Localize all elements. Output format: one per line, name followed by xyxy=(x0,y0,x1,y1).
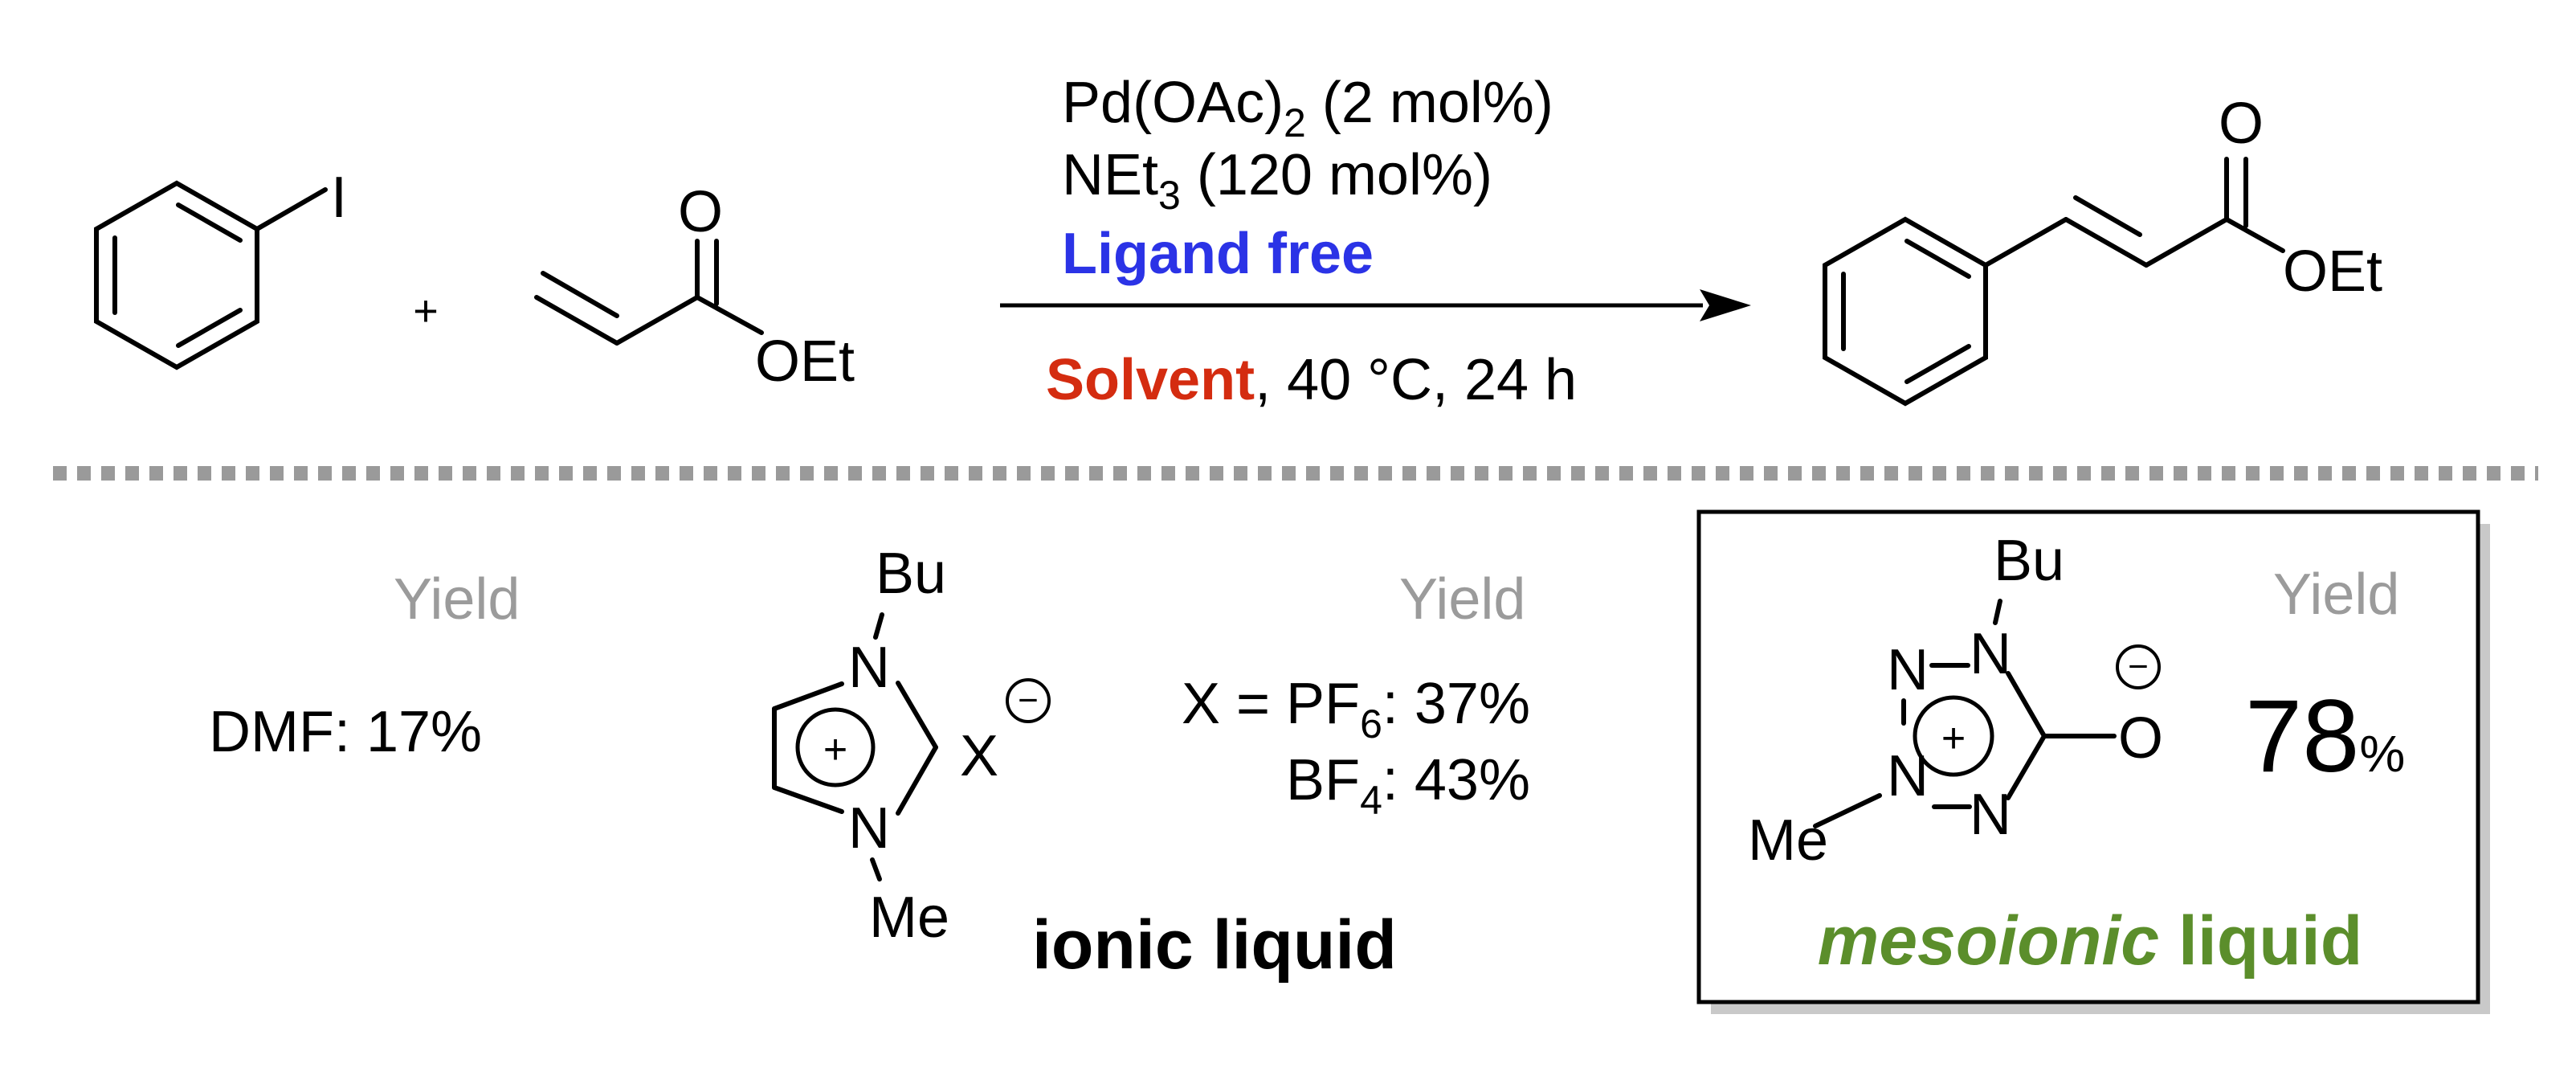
me-bond xyxy=(870,857,882,882)
yield-label-dmf: Yield xyxy=(394,567,520,632)
ethyl-acrylate xyxy=(534,239,764,346)
ionic-liquid-caption: ionic liquid xyxy=(1032,906,1397,984)
ring-double-bond xyxy=(1904,344,1971,384)
catalyst-line: Pd(OAc)2 (2 mol%) xyxy=(1062,71,1553,145)
ring-double-bond xyxy=(1904,239,1971,279)
pf6-yield: X = PF6: 37% xyxy=(1182,672,1530,747)
ring-double-bond xyxy=(176,202,243,243)
methyl-group: Me xyxy=(869,886,949,950)
yield-label-ionic: Yield xyxy=(1399,567,1525,632)
iodobenzene xyxy=(94,180,328,370)
solvent-line: Solvent, 40 °C, 24 h xyxy=(1046,348,1577,412)
methyl-group: Me xyxy=(1748,808,1828,873)
benzene-ring xyxy=(94,180,259,370)
mesoionic-yield: 78% xyxy=(2245,679,2405,794)
yield-label-mesoionic: Yield xyxy=(2273,562,2399,627)
mesoionic-box xyxy=(1696,509,2480,1004)
minus-circle xyxy=(1006,678,1051,723)
ring-bond xyxy=(772,681,844,711)
ethyl-cinnamate xyxy=(1823,157,2285,407)
ring-bond xyxy=(772,785,844,814)
alkene-double-bond xyxy=(2073,195,2142,237)
ring-bond xyxy=(2006,671,2047,738)
vinyl-bond xyxy=(534,295,619,346)
alkene-bond xyxy=(2064,217,2149,268)
counter-anion: X xyxy=(960,724,998,788)
oxygen-atom: O xyxy=(2118,706,2163,771)
carbonyl-oxygen: O xyxy=(678,180,723,244)
iodine-atom: I xyxy=(331,166,347,230)
nitrogen-atom: N xyxy=(848,636,890,700)
tetrazolium-olate-structure xyxy=(1813,599,2117,828)
minus-charge: − xyxy=(1018,681,1039,720)
plus-sign: + xyxy=(413,287,439,335)
ring-bond xyxy=(896,745,938,816)
ring-double-bond xyxy=(176,308,243,348)
minus-charge: − xyxy=(2128,647,2149,686)
plus-charge: + xyxy=(1941,715,1966,762)
imidazolium-structure xyxy=(772,612,938,882)
arrow-head xyxy=(1700,289,1751,321)
me-bond xyxy=(1813,793,1882,828)
minus-circle xyxy=(2116,644,2161,689)
vinyl-double-bond xyxy=(541,271,619,318)
nitrogen-atom: N xyxy=(848,796,890,861)
butyl-group: Bu xyxy=(1994,529,2064,593)
c-c-bond xyxy=(2144,217,2229,268)
c-o-bond xyxy=(2224,217,2285,253)
base-line: NEt3 (120 mol%) xyxy=(1062,143,1492,218)
nitrogen-atom: N xyxy=(1887,744,1929,808)
ring-bond xyxy=(896,681,938,750)
bu-bond xyxy=(873,612,884,640)
carbonyl-oxygen: O xyxy=(2219,92,2264,156)
bu-bond xyxy=(1993,599,2002,625)
bf4-yield: BF4: 43% xyxy=(1286,748,1530,823)
nitrogen-atom: N xyxy=(1970,622,2011,686)
mesoionic-liquid-caption: mesoionic liquid xyxy=(1818,902,2363,980)
nitrogen-atom: N xyxy=(1887,638,1929,702)
butyl-group: Bu xyxy=(876,542,946,606)
benzene-ring xyxy=(1823,216,1988,407)
ligand-free-label: Ligand free xyxy=(1062,222,1374,286)
ring-bond xyxy=(2006,734,2047,800)
c-o-bond xyxy=(695,295,764,335)
dmf-yield: DMF: 17% xyxy=(209,700,482,764)
reaction-arrow xyxy=(1000,289,1751,321)
c-i-bond xyxy=(255,187,328,231)
nitrogen-atom: N xyxy=(1970,783,2011,847)
c-c-bond xyxy=(614,295,700,346)
plus-charge: + xyxy=(823,726,847,773)
cation-circle xyxy=(1913,695,1994,777)
c-c-bond xyxy=(1983,217,2068,268)
ethoxy-group: OEt xyxy=(755,329,855,394)
ethoxy-group: OEt xyxy=(2283,239,2382,304)
cation-circle xyxy=(795,707,876,787)
